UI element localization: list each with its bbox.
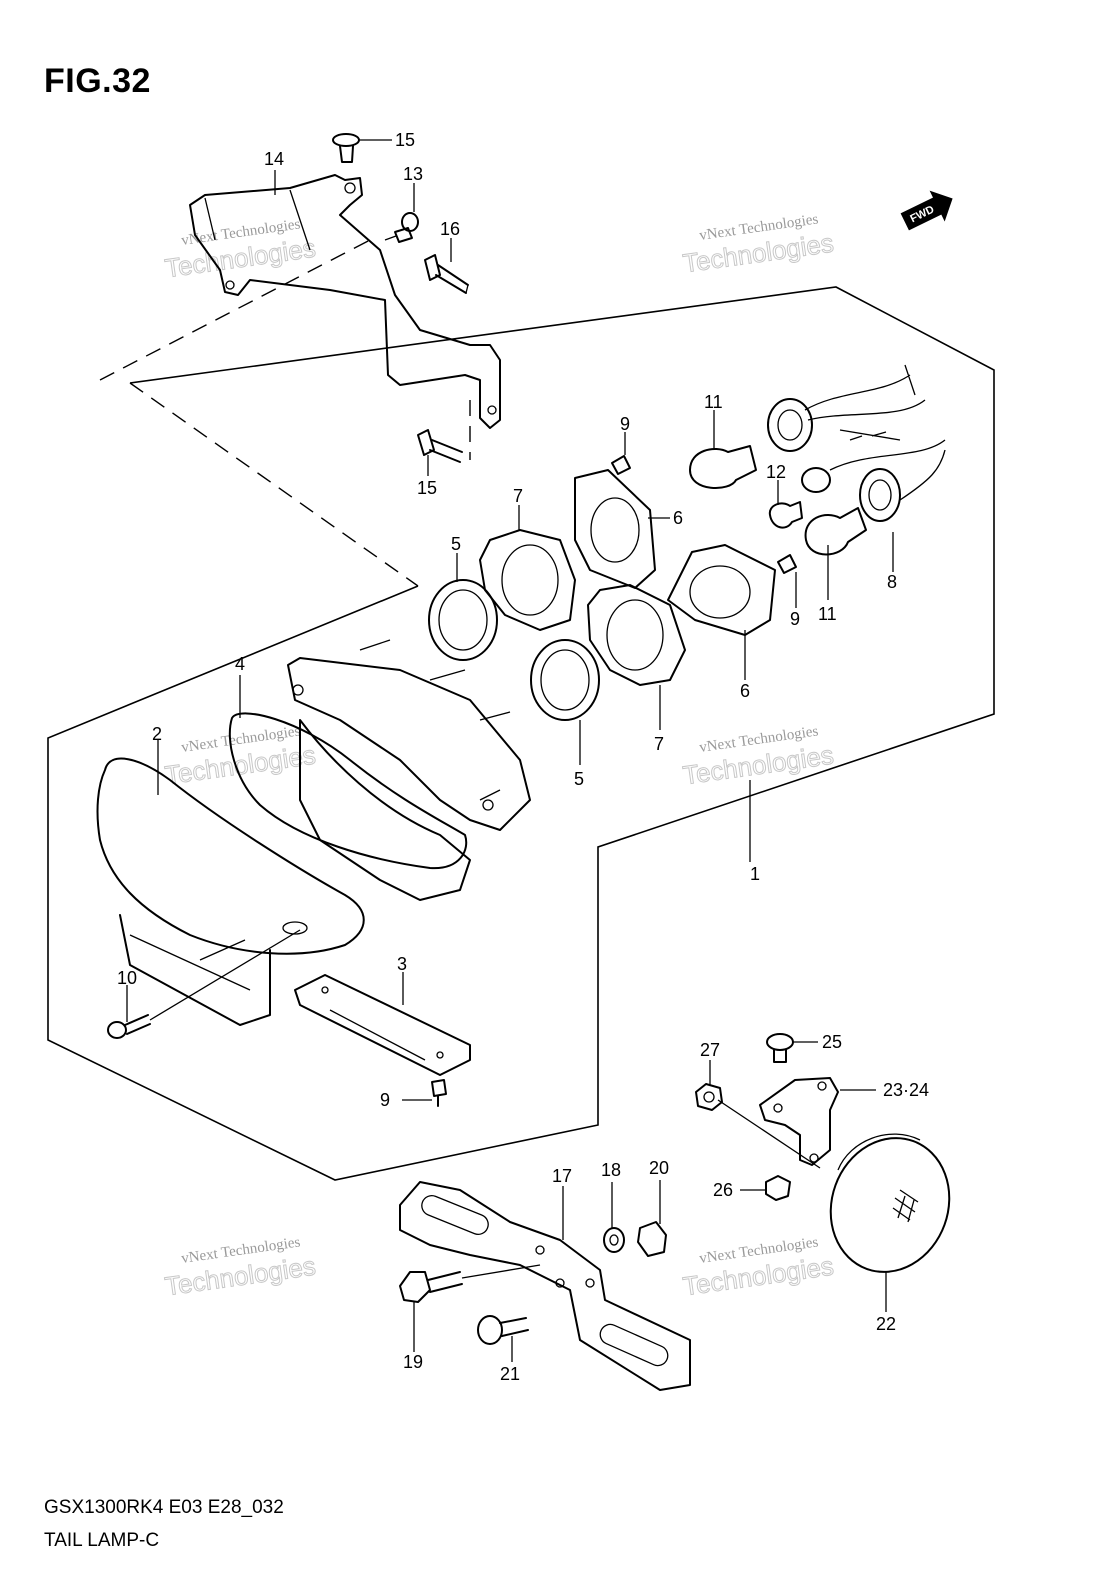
part-bolt-21 bbox=[477, 1315, 529, 1345]
part-screw-9a bbox=[611, 455, 631, 475]
part-screw-10 bbox=[107, 1014, 151, 1039]
part-reflector-22 bbox=[829, 1133, 951, 1273]
watermark-2: vNext Technologies Technologies bbox=[681, 211, 836, 279]
watermark-3: vNext Technologies Technologies bbox=[163, 723, 318, 791]
callout-label: 9 bbox=[620, 414, 630, 434]
part-bulb-11a bbox=[689, 445, 757, 490]
part-ring-7a bbox=[479, 529, 576, 631]
callout-label: 4 bbox=[235, 654, 245, 674]
dashed-guide bbox=[129, 382, 419, 587]
callout-label: 6 bbox=[740, 681, 750, 701]
callout-label: 6 bbox=[673, 508, 683, 528]
part-ring-5b bbox=[530, 639, 600, 721]
callout-label: 25 bbox=[822, 1032, 842, 1052]
part-bolt-19 bbox=[399, 1271, 463, 1303]
part-washer-18 bbox=[603, 1227, 625, 1253]
callout-label: 20 bbox=[649, 1158, 669, 1178]
part-bulb-11b bbox=[804, 507, 867, 556]
part-bracket-17 bbox=[399, 1181, 691, 1391]
part-seal-4 bbox=[228, 712, 468, 870]
callout-label: 16 bbox=[440, 219, 460, 239]
part-housing-1 bbox=[287, 639, 531, 901]
part-gasket-6a bbox=[574, 469, 656, 589]
callout-label: 10 bbox=[117, 968, 137, 988]
callout-label: 5 bbox=[574, 769, 584, 789]
part-bracket-23-24 bbox=[759, 1077, 839, 1166]
part-harness-8 bbox=[767, 364, 946, 522]
callout-label: 12 bbox=[766, 462, 786, 482]
part-lens-3 bbox=[294, 974, 471, 1076]
callout-label: 22 bbox=[876, 1314, 896, 1334]
part-bolt-15b bbox=[417, 429, 463, 463]
callout-label: 17 bbox=[552, 1166, 572, 1186]
callout-label: 8 bbox=[887, 572, 897, 592]
callout-label: 2 bbox=[152, 724, 162, 744]
part-lens-2 bbox=[96, 757, 365, 1026]
callout-label: 9 bbox=[380, 1090, 390, 1110]
part-nut-27 bbox=[695, 1083, 723, 1111]
watermark-6: vNext Technologies Technologies bbox=[681, 1234, 836, 1302]
figure-title: FIG.32 bbox=[44, 62, 151, 100]
callout-label: 1 bbox=[750, 864, 760, 884]
part-nut-20 bbox=[637, 1221, 667, 1257]
callout-label: 26 bbox=[713, 1180, 733, 1200]
watermark-1: vNext Technologies Technologies bbox=[163, 216, 318, 284]
part-screw-9b bbox=[777, 554, 797, 574]
model-code: GSX1300RK4 E03 E28_032 bbox=[44, 1497, 284, 1518]
part-bolt-16 bbox=[424, 254, 469, 294]
callout-label: 9 bbox=[790, 609, 800, 629]
callout-label: 14 bbox=[264, 149, 284, 169]
watermark-5: vNext Technologies Technologies bbox=[163, 1234, 318, 1302]
callout-label: 27 bbox=[700, 1040, 720, 1060]
fwd-arrow-icon: FWD bbox=[900, 190, 953, 231]
part-bulb-12 bbox=[768, 501, 803, 529]
part-grommet-13 bbox=[384, 212, 419, 243]
part-gasket-6b bbox=[667, 544, 776, 636]
section-name: TAIL LAMP-C bbox=[44, 1530, 160, 1551]
part-screw-25 bbox=[766, 1033, 794, 1063]
callout-label: 11 bbox=[704, 392, 723, 412]
part-ring-7b bbox=[587, 584, 686, 686]
part-screw-9c bbox=[431, 1079, 447, 1107]
callout-label: 23·24 bbox=[883, 1080, 929, 1100]
assembly-frame bbox=[47, 286, 995, 1181]
part-screw-15 bbox=[332, 133, 360, 163]
part-nut-26 bbox=[765, 1175, 791, 1201]
callout-label: 7 bbox=[654, 734, 664, 754]
callout-label: 13 bbox=[403, 164, 423, 184]
callout-label: 19 bbox=[403, 1352, 423, 1372]
callout-label: 3 bbox=[397, 954, 407, 974]
callout-label: 5 bbox=[451, 534, 461, 554]
callout-label: 21 bbox=[500, 1364, 520, 1384]
part-bracket-14 bbox=[189, 174, 501, 429]
watermark-4: vNext Technologies Technologies bbox=[681, 723, 836, 791]
callout-leaders bbox=[126, 139, 894, 1362]
part-ring-5a bbox=[428, 579, 498, 661]
callout-label: 7 bbox=[513, 486, 523, 506]
callout-label: 11 bbox=[818, 604, 837, 624]
callout-label: 18 bbox=[601, 1160, 621, 1180]
callout-label: 15 bbox=[417, 478, 437, 498]
callout-label: 15 bbox=[395, 130, 415, 150]
